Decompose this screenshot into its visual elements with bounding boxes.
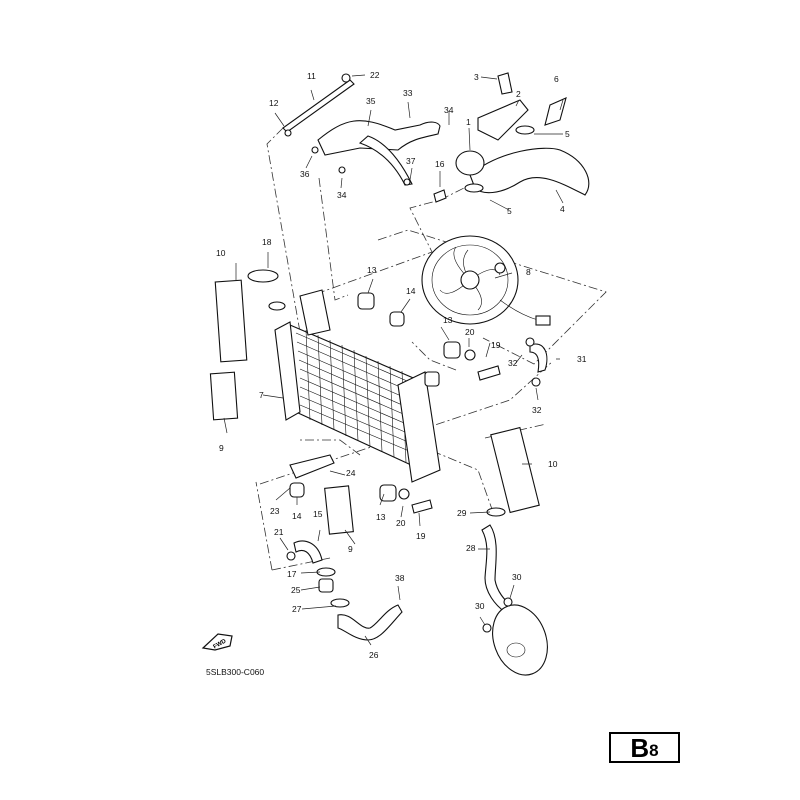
callout-1: 1 bbox=[466, 117, 471, 127]
callout-22: 22 bbox=[370, 70, 380, 80]
callout-13a: 13 bbox=[367, 265, 377, 275]
callout-16: 16 bbox=[435, 159, 445, 169]
callout-7: 7 bbox=[259, 390, 264, 400]
callout-14b: 14 bbox=[292, 511, 302, 521]
callout-2: 2 bbox=[516, 89, 521, 99]
callout-24a: 24 bbox=[346, 468, 356, 478]
radiator-core bbox=[274, 289, 441, 483]
callout-37: 37 bbox=[406, 156, 416, 166]
callout-19b: 19 bbox=[416, 531, 426, 541]
callout-6: 6 bbox=[554, 74, 559, 84]
callout-30b: 30 bbox=[475, 601, 485, 611]
forward-arrow-icon: FWD bbox=[201, 633, 233, 651]
callout-32b: 32 bbox=[532, 405, 542, 415]
callout-32a: 32 bbox=[508, 358, 518, 368]
figure-code: 5SLB300-C060 bbox=[206, 667, 265, 677]
callout-13b: 13 bbox=[443, 315, 453, 325]
callout-21: 21 bbox=[274, 527, 284, 537]
callout-31: 31 bbox=[577, 354, 587, 364]
callout-30a: 30 bbox=[512, 572, 522, 582]
callout-9b: 9 bbox=[348, 544, 353, 554]
callout-4: 4 bbox=[560, 204, 565, 214]
callout-27: 27 bbox=[292, 604, 302, 614]
callout-25: 25 bbox=[291, 585, 301, 595]
callout-10a: 10 bbox=[216, 248, 226, 258]
callout-17: 17 bbox=[287, 569, 297, 579]
callout-14a: 14 bbox=[406, 286, 416, 296]
callout-15: 15 bbox=[313, 509, 323, 519]
callout-5b: 5 bbox=[507, 206, 512, 216]
callout-10b: 10 bbox=[548, 459, 558, 469]
page-section-badge: B 8 bbox=[609, 732, 680, 763]
callout-28: 28 bbox=[466, 543, 476, 553]
callout-19a: 19 bbox=[491, 340, 501, 350]
cooling-fan bbox=[421, 235, 551, 326]
callout-36: 36 bbox=[300, 169, 310, 179]
callout-38: 38 bbox=[395, 573, 405, 583]
callout-8: 8 bbox=[526, 267, 531, 277]
badge-number: 8 bbox=[649, 741, 659, 760]
callout-23: 23 bbox=[270, 506, 280, 516]
callout-leaders bbox=[223, 74, 564, 646]
callout-20a: 20 bbox=[465, 327, 475, 337]
callout-12: 12 bbox=[269, 98, 279, 108]
callout-29: 29 bbox=[457, 508, 467, 518]
callout-3: 3 bbox=[474, 72, 479, 82]
callout-34a: 34 bbox=[444, 105, 454, 115]
callout-5a: 5 bbox=[565, 129, 570, 139]
callout-35: 35 bbox=[366, 96, 376, 106]
callout-18: 18 bbox=[262, 237, 272, 247]
callout-numbers: 1 2 3 4 5 5 6 7 8 9 9 10 10 11 12 13 13 … bbox=[216, 70, 587, 660]
callout-11: 11 bbox=[307, 71, 316, 81]
callout-26: 26 bbox=[369, 650, 379, 660]
callout-20b: 20 bbox=[396, 518, 406, 528]
callout-33: 33 bbox=[403, 88, 413, 98]
callout-34b: 34 bbox=[337, 190, 347, 200]
callout-9a: 9 bbox=[219, 443, 224, 453]
badge-letter: B bbox=[630, 732, 650, 763]
callout-13c: 13 bbox=[376, 512, 386, 522]
small-parts bbox=[209, 72, 567, 676]
